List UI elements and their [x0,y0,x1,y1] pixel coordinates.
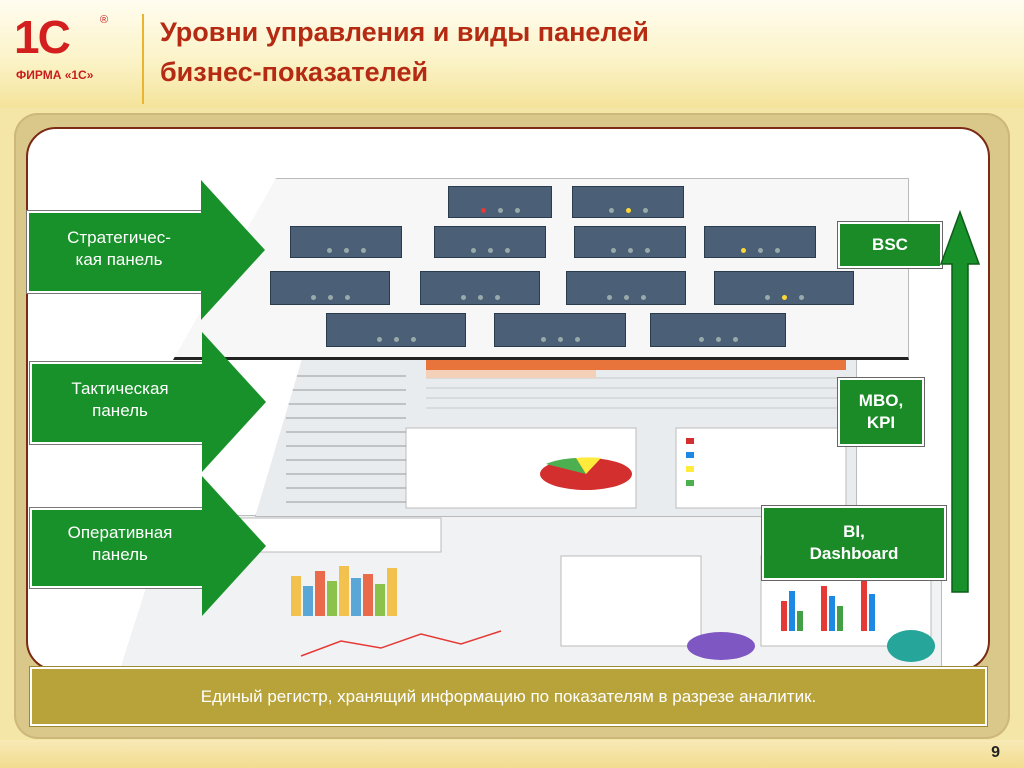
company-logo: 1С ® ФИРМА «1С» [14,14,114,84]
slide-title-line2: бизнес-показателей [160,57,429,87]
unified-register-caption: Единый регистр, хранящий информацию по п… [30,667,987,726]
tactical-panel-screenshot [255,355,857,517]
operative-panel-label: Оперативная панель [67,523,173,564]
kpi-tile [448,186,552,218]
strategic-arrow-head [201,180,265,320]
tactical-table-graphic [286,358,847,509]
slide-title-line1: Уровни управления и виды панелей [160,17,649,47]
kpi-tile [714,271,854,305]
kpi-tile [704,226,816,258]
strategic-arrow-body [27,211,205,293]
kpi-tile [566,271,686,305]
bar-chart-icon [291,566,397,616]
column-chart-icon [781,581,875,631]
strategic-panel-label: Стратегичес- кая панель [67,228,171,269]
strategic-panel-screenshot [173,178,909,360]
3d-pie-chart-icon [540,457,632,490]
bsc-tag: BSC [838,222,942,268]
operative-arrow-body [30,508,206,588]
kpi-tile [434,226,546,258]
footer-band [0,740,1024,768]
operative-arrow-head [202,476,266,616]
kpi-tile [650,313,786,347]
pie-chart-icon [687,632,755,660]
kpi-tile [572,186,684,218]
logo-subtitle: ФИРМА «1С» [16,68,94,82]
tactical-panel-label: Тактическая панель [71,379,169,420]
kpi-tile [270,271,390,305]
kpi-tile [326,313,466,347]
logo-registered: ® [100,14,109,26]
logo-mark: 1С [14,11,71,63]
bi-dashboard-tag: BI, Dashboard [762,506,946,580]
kpi-tile [494,313,626,347]
header-separator [142,14,144,104]
header-background [0,0,1024,108]
kpi-tile [420,271,540,305]
kpi-tile [574,226,686,258]
tactical-arrow-body [30,362,206,444]
slide-title: Уровни управления и виды панелей бизнес-… [160,12,1000,92]
tactical-arrow-head [202,332,266,472]
mbo-kpi-tag: MBO, KPI [838,378,924,446]
page-number: 9 [991,744,1000,761]
levels-up-arrow-icon [940,210,980,593]
kpi-tile [290,226,402,258]
